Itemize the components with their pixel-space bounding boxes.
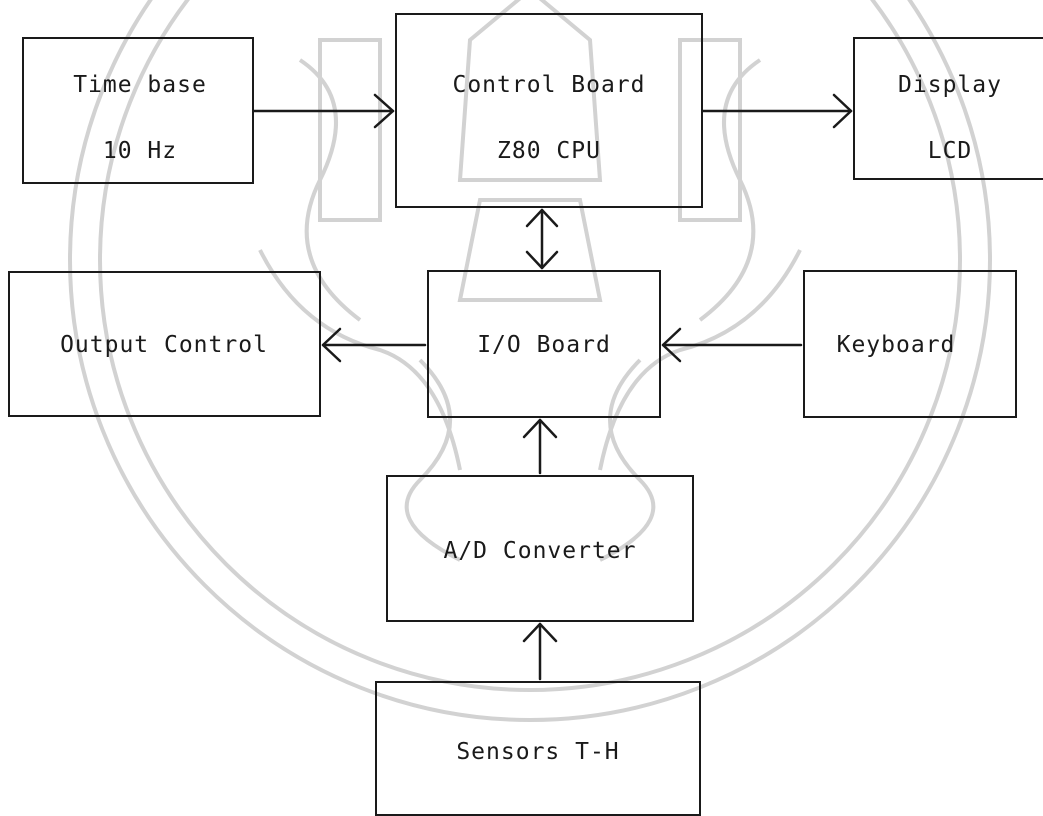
connector-lines <box>0 0 1043 816</box>
